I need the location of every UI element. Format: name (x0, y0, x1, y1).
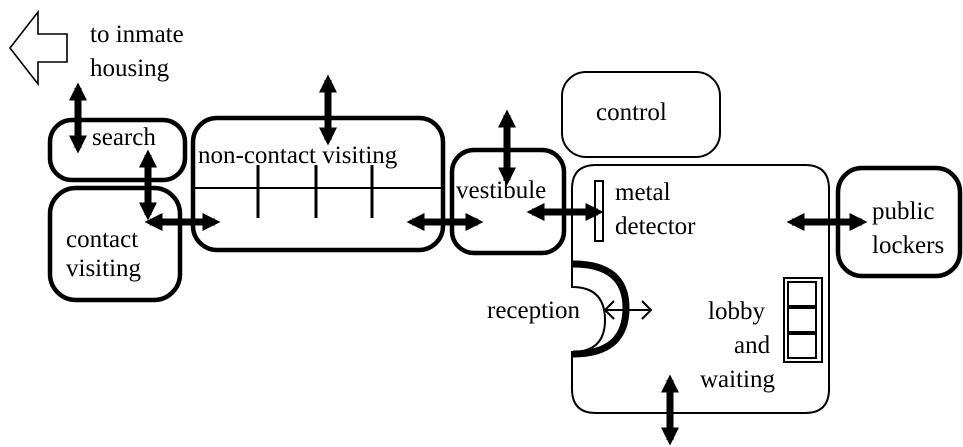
lobby-seat (787, 333, 817, 359)
contact-visiting-label-line2: visiting (66, 255, 142, 282)
lobby-seat (787, 281, 817, 307)
reception-arrow-right-head (641, 300, 653, 320)
search-room-box (47, 117, 188, 183)
lobby-seating-frame (783, 277, 823, 363)
lobby-label-line3: waiting (700, 366, 775, 393)
to-inmate-housing-arrow (8, 9, 68, 87)
public-lockers-label-line2: lockers (872, 232, 944, 259)
contact-visiting-room-box (47, 185, 183, 303)
public-lockers-label-line1: public (872, 198, 935, 225)
non-contact-visiting-room-box (190, 115, 446, 253)
control-room-box (561, 71, 721, 158)
to-inmate-housing-label-line1: to inmate (90, 21, 184, 48)
lobby-label-line1: lobby (708, 298, 765, 325)
lobby-label-line2: and (734, 332, 771, 359)
search-label: search (92, 124, 156, 151)
non-contact-visiting-label: non-contact visiting (198, 142, 398, 169)
contact-visiting-label-line1: contact (66, 226, 138, 253)
lobby-room-outline (571, 164, 830, 414)
metal-detector-label-line1: metal (615, 179, 671, 206)
reception-label: reception (487, 297, 581, 324)
lobby-seat (787, 307, 817, 333)
vestibule-label: vestibule (456, 177, 546, 204)
metal-detector-label-line2: detector (615, 213, 696, 240)
reception-desk (572, 260, 630, 358)
to-inmate-housing-label-line2: housing (90, 55, 170, 82)
control-label: control (596, 99, 667, 126)
